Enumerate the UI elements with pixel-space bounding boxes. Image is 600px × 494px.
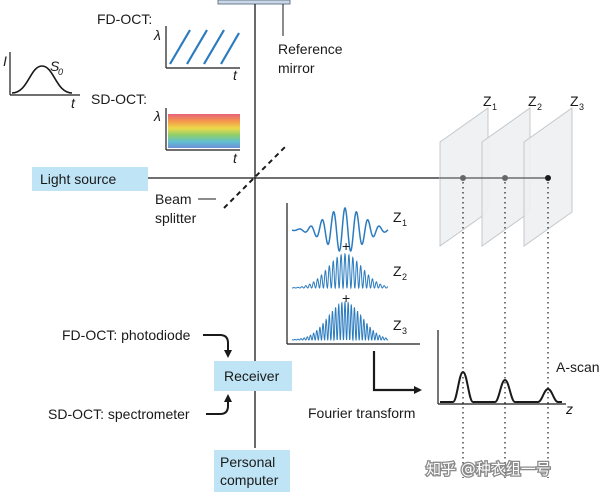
s0-subscript: 0 xyxy=(58,67,63,77)
plus-sign-1: + xyxy=(342,238,350,254)
reflector-dot-z2 xyxy=(502,175,508,181)
intensity-axis-label: I xyxy=(3,53,7,69)
sweep-ramp-1 xyxy=(169,29,191,65)
s0-label: S xyxy=(50,58,60,74)
wave-z2-sub: 2 xyxy=(402,272,407,282)
fdoct-lambda-label: λ xyxy=(153,27,161,43)
source-spectrum-plot: I S 0 t xyxy=(3,52,80,111)
reference-mirror-label-line1: Reference xyxy=(278,41,343,57)
wave-z1-sub: 1 xyxy=(402,218,407,228)
a-scan-plot: A-scan z xyxy=(437,330,600,417)
a-scan-curve xyxy=(440,370,562,403)
sdoct-label: SD-OCT: xyxy=(91,91,147,107)
plane-z3-sub: 3 xyxy=(579,102,584,112)
fourier-transform-arrow xyxy=(372,351,422,394)
sdoct-spectrum-plot: λ t xyxy=(153,108,240,166)
rainbow-spectrum-band xyxy=(168,114,240,148)
personal-computer-line1: Personal xyxy=(220,454,275,470)
sweep-ramp-2 xyxy=(186,29,208,65)
sample-planes: Z 1 Z 2 Z 3 xyxy=(439,93,584,247)
fourier-transform-label: Fourier transform xyxy=(308,405,415,421)
reflector-dot-z1 xyxy=(460,175,466,181)
fdoct-sweep-plot: λ t xyxy=(153,26,240,83)
wave-z2-label: Z xyxy=(393,263,402,279)
plane-z1-label: Z xyxy=(483,93,492,109)
fd-photodiode-label: FD-OCT: photodiode xyxy=(62,327,191,343)
fdoct-label: FD-OCT: xyxy=(97,11,152,27)
sdoct-t-label: t xyxy=(233,150,238,166)
interferogram-panel: Z 1 Z 2 Z 3 + + xyxy=(286,203,420,345)
beam-splitter-label-line2: splitter xyxy=(155,210,197,226)
receiver-label: Receiver xyxy=(224,368,280,384)
light-source-box xyxy=(32,167,148,191)
spectrometer-arrow xyxy=(206,394,232,415)
reference-mirror xyxy=(217,0,291,5)
sdoct-lambda-label: λ xyxy=(153,108,161,124)
a-scan-label: A-scan xyxy=(556,359,600,375)
interferogram-z2 xyxy=(291,252,389,290)
wave-z3-label: Z xyxy=(393,317,402,333)
interferogram-z1 xyxy=(291,207,389,253)
sd-spectrometer-label: SD-OCT: spectrometer xyxy=(48,406,190,422)
light-source-label: Light source xyxy=(40,171,116,187)
wave-z1-label: Z xyxy=(393,209,402,225)
interferogram-z3 xyxy=(291,301,389,342)
reference-mirror-label-line2: mirror xyxy=(278,60,315,76)
personal-computer-box xyxy=(214,450,290,492)
plane-z3-label: Z xyxy=(570,93,579,109)
source-t-label: t xyxy=(71,95,76,111)
source-gaussian-curve xyxy=(11,65,73,94)
sweep-ramp-3 xyxy=(203,29,225,65)
watermark-text: 知乎 @种衣组一号 xyxy=(426,460,551,478)
fdoct-t-label: t xyxy=(233,67,238,83)
plane-z2-label: Z xyxy=(528,93,537,109)
photodiode-arrow xyxy=(203,334,232,358)
plane-z2-sub: 2 xyxy=(537,102,542,112)
sweep-ramp-4 xyxy=(220,32,240,65)
receiver-box xyxy=(214,361,292,391)
plus-sign-2: + xyxy=(342,290,350,306)
personal-computer-line2: computer xyxy=(220,472,279,488)
reflector-dot-z3 xyxy=(545,175,551,181)
plane-z1-sub: 1 xyxy=(492,102,497,112)
beam-splitter xyxy=(223,145,287,209)
beam-splitter-label-line1: Beam xyxy=(155,191,192,207)
wave-z3-sub: 3 xyxy=(402,326,407,336)
a-scan-z-axis-label: z xyxy=(565,401,573,417)
